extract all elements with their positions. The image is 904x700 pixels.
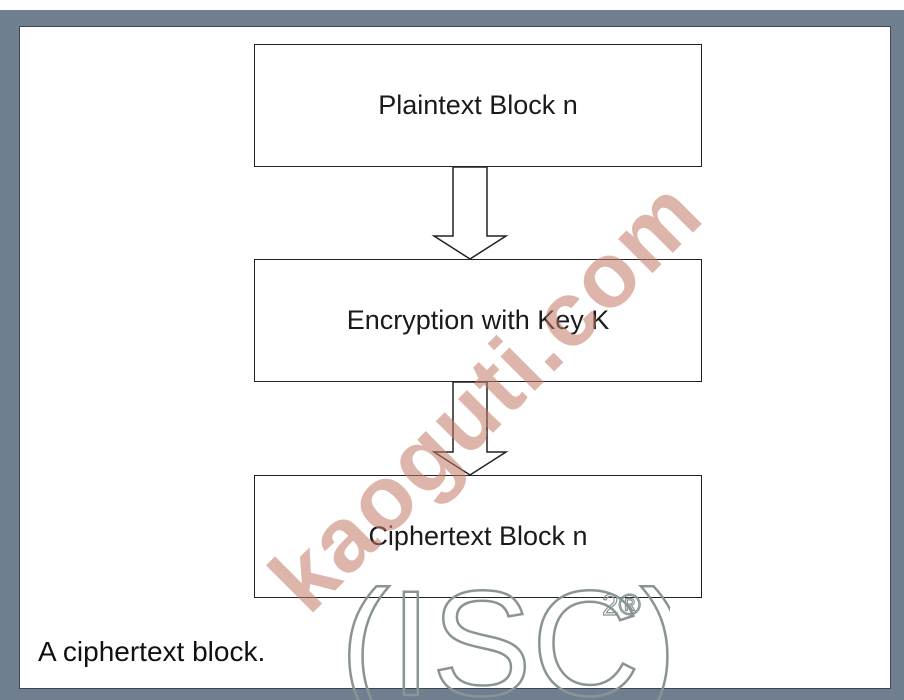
down-arrow-icon: [431, 166, 509, 260]
figure-caption: A ciphertext block.: [38, 636, 266, 667]
down-arrow-icon: [431, 381, 509, 476]
ciphertext-block-label: Ciphertext Block n: [368, 521, 588, 551]
frame-top-border: [0, 10, 904, 26]
frame-bottom-border: [0, 689, 904, 700]
ciphertext-block-box: Ciphertext Block n: [254, 475, 702, 598]
frame-left-border: [0, 10, 19, 700]
encryption-label: Encryption with Key K: [346, 305, 610, 335]
plaintext-block-label: Plaintext Block n: [378, 90, 578, 120]
frame-right-border: [891, 10, 904, 700]
encryption-box: Encryption with Key K: [254, 259, 702, 382]
